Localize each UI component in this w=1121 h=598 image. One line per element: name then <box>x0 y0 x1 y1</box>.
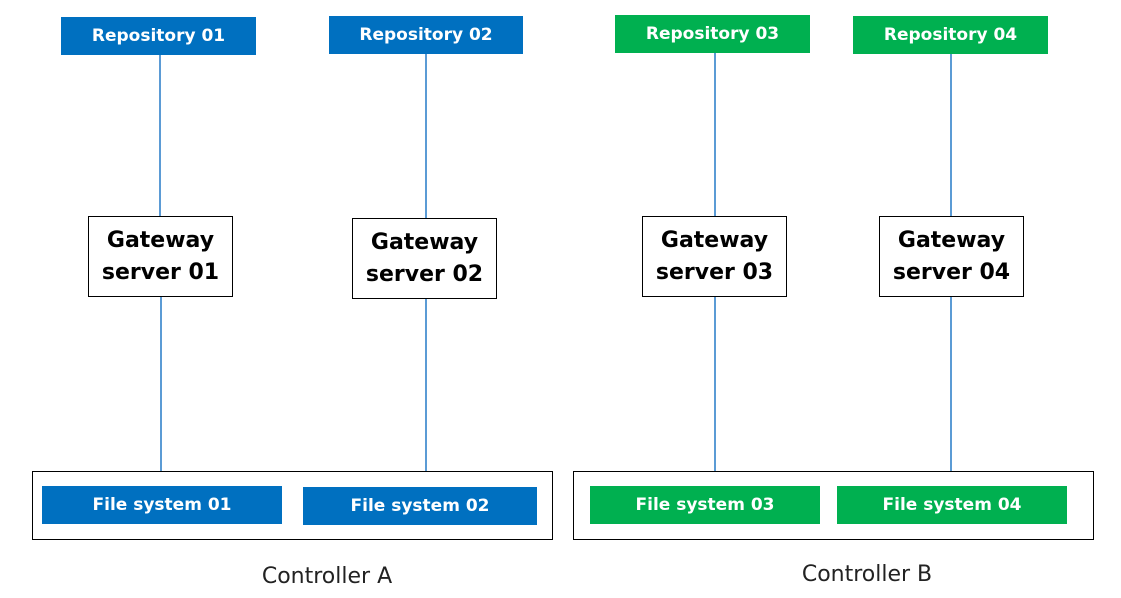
file-system-01-label: File system 01 <box>92 495 232 515</box>
gateway-server-01[interactable]: Gateway server 01 <box>88 216 233 297</box>
connector-gateway02-fs02 <box>425 298 427 472</box>
connector-repo04-gateway04 <box>950 53 952 217</box>
repository-03[interactable]: Repository 03 <box>615 15 810 53</box>
gateway-server-04-line2: server 04 <box>892 259 1011 285</box>
controller-b-box: File system 03 File system 04 <box>573 471 1094 540</box>
connector-gateway01-fs01 <box>160 296 162 472</box>
file-system-03[interactable]: File system 03 <box>590 486 820 524</box>
file-system-04[interactable]: File system 04 <box>837 486 1067 524</box>
gateway-server-03-line2: server 03 <box>655 259 774 285</box>
controller-a-box: File system 01 File system 02 <box>32 471 553 540</box>
connector-gateway03-fs03 <box>714 296 716 472</box>
gateway-server-01-line2: server 01 <box>101 259 220 285</box>
repository-03-label: Repository 03 <box>645 24 780 44</box>
file-system-02-label: File system 02 <box>350 496 490 516</box>
gateway-server-01-line1: Gateway <box>106 227 215 253</box>
connector-repo02-gateway02 <box>425 53 427 219</box>
gateway-server-04-line1: Gateway <box>897 227 1006 253</box>
repository-04[interactable]: Repository 04 <box>853 16 1048 54</box>
controller-a-caption: Controller A <box>261 564 393 589</box>
gateway-server-04[interactable]: Gateway server 04 <box>879 216 1024 297</box>
gateway-server-02-line1: Gateway <box>370 229 479 255</box>
repository-01[interactable]: Repository 01 <box>61 17 256 55</box>
file-system-03-label: File system 03 <box>635 495 775 515</box>
gateway-server-03[interactable]: Gateway server 03 <box>642 216 787 297</box>
file-system-04-label: File system 04 <box>882 495 1022 515</box>
file-system-01[interactable]: File system 01 <box>42 486 282 524</box>
repository-02[interactable]: Repository 02 <box>329 16 523 54</box>
repository-04-label: Repository 04 <box>883 25 1018 45</box>
gateway-server-02[interactable]: Gateway server 02 <box>352 218 497 299</box>
controller-b-caption: Controller B <box>801 562 933 587</box>
gateway-server-03-line1: Gateway <box>660 227 769 253</box>
repository-02-label: Repository 02 <box>359 25 493 45</box>
file-system-02[interactable]: File system 02 <box>303 487 537 525</box>
connector-repo03-gateway03 <box>714 52 716 217</box>
gateway-server-02-line2: server 02 <box>365 261 484 287</box>
connector-gateway04-fs04 <box>950 296 952 472</box>
repository-01-label: Repository 01 <box>91 26 226 46</box>
connector-repo01-gateway01 <box>159 55 161 217</box>
